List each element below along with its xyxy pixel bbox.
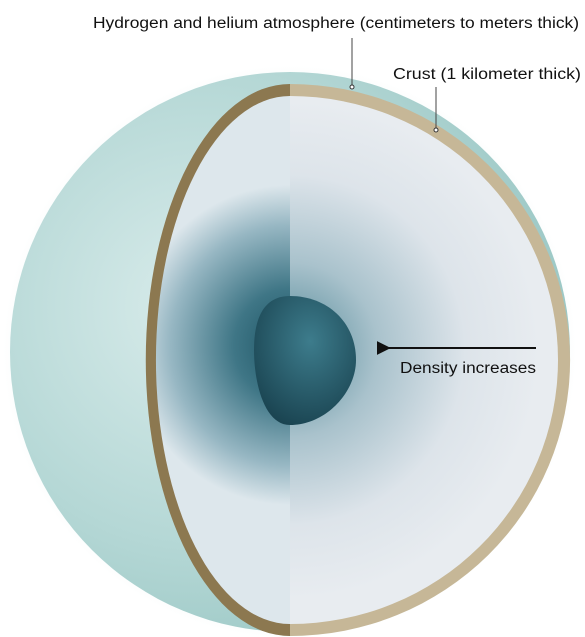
- core: [254, 296, 356, 425]
- interior-left: [155, 96, 290, 624]
- crust-label: Crust (1 kilometer thick): [393, 66, 581, 83]
- atmosphere-label: Hydrogen and helium atmosphere (centimet…: [93, 15, 579, 32]
- interior-right: [290, 96, 558, 624]
- density-label: Density increases: [400, 360, 536, 377]
- crust-leader-dot: [433, 127, 439, 133]
- atmosphere-leader-dot: [349, 84, 355, 90]
